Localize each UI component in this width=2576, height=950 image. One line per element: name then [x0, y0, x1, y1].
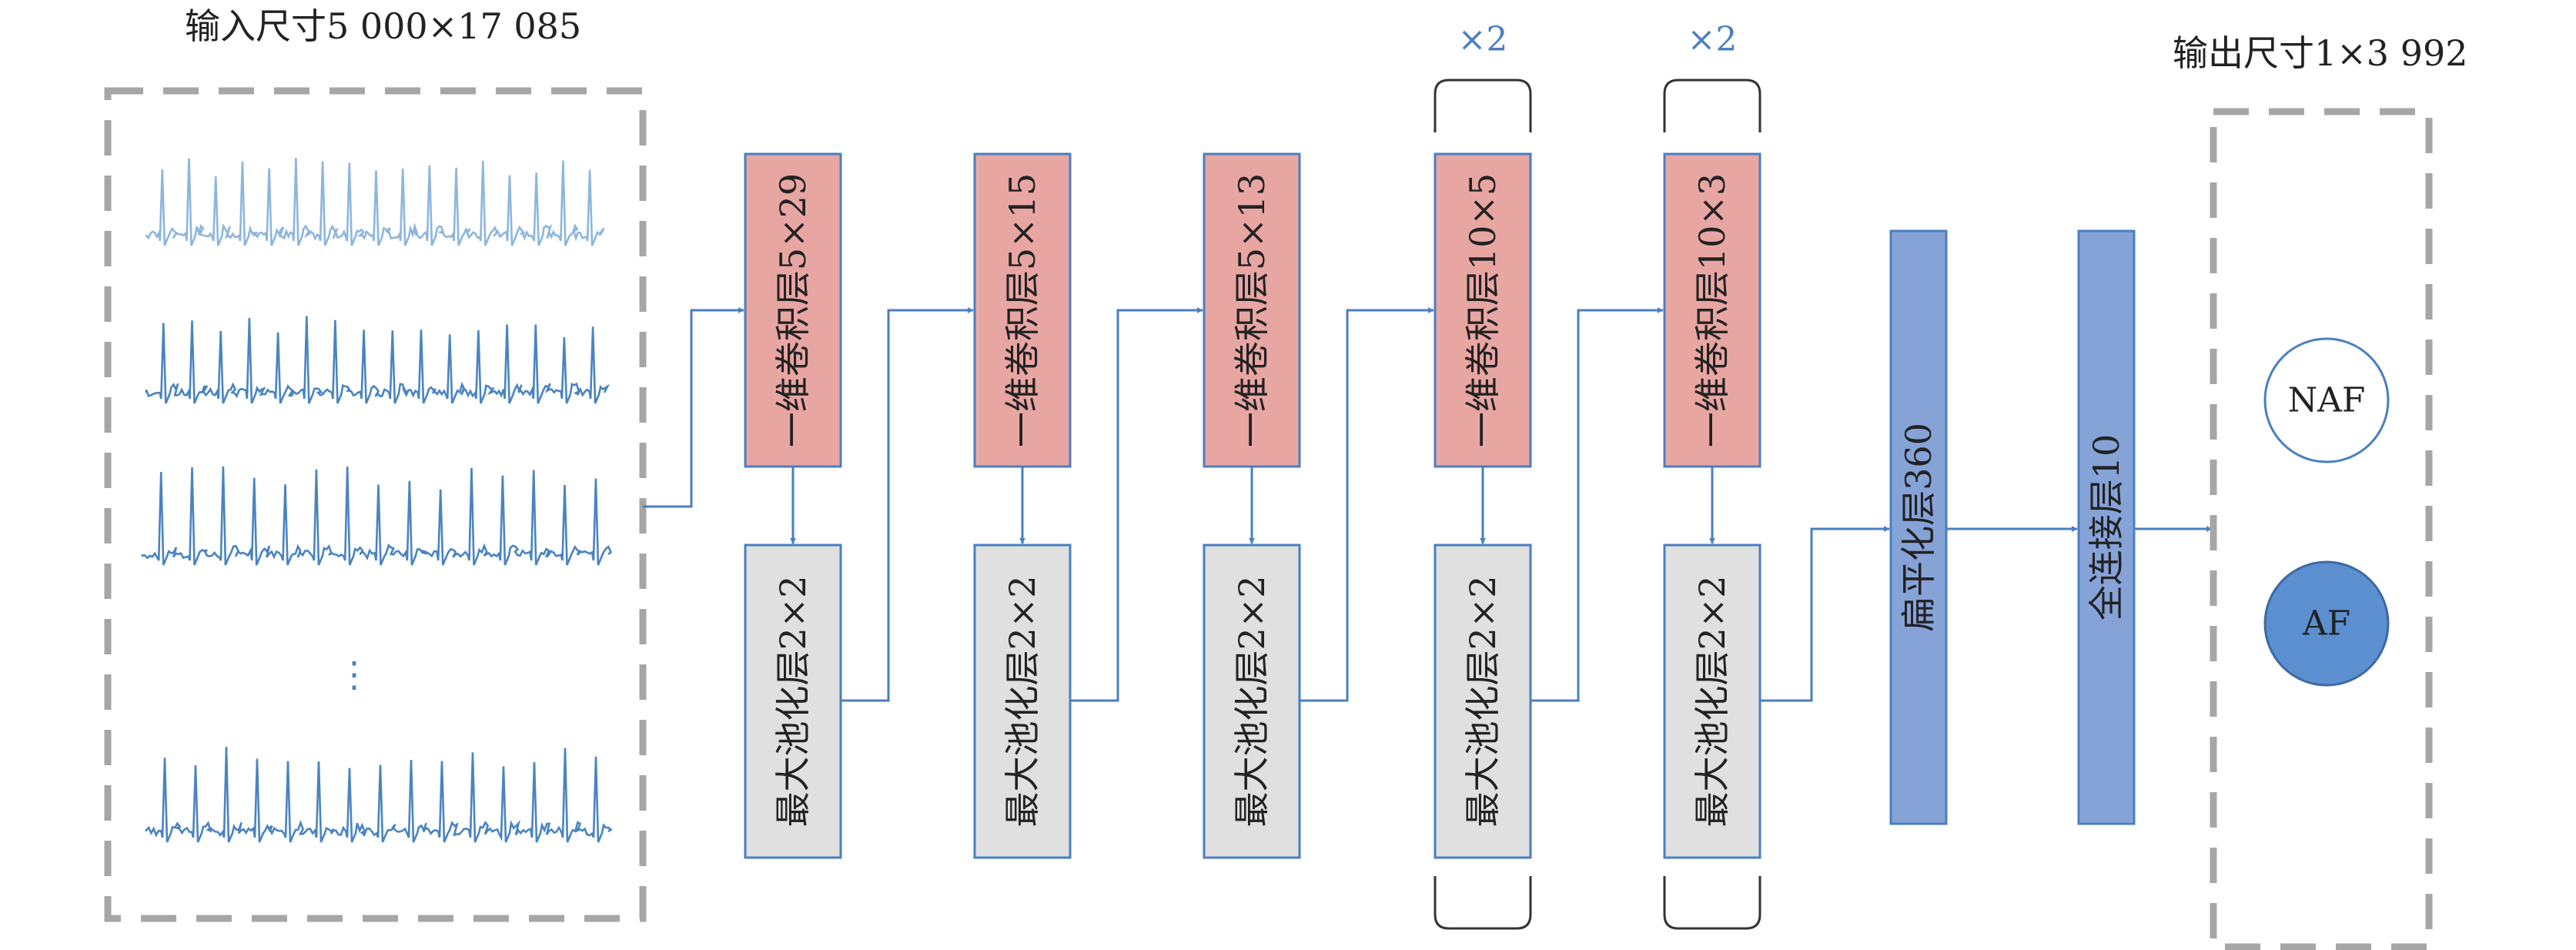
- dense-layer: 全连接层10: [2077, 229, 2136, 825]
- af-circle: [2263, 560, 2390, 687]
- pool-layer-2: 最大池化层2×2: [973, 544, 1072, 859]
- input-size-label: 输入尺寸5 000×17 085: [185, 5, 581, 47]
- conv-layer-box: [1203, 152, 1301, 468]
- pool-to-next-conv-arrow: [1070, 307, 1203, 702]
- output-size-label: 输出尺寸1×3 992: [2173, 32, 2468, 74]
- pool-layer-box: [744, 544, 842, 859]
- conv-layer-label: 一维卷积层10×5: [1462, 173, 1504, 447]
- more-signals-ellipsis: ⋮: [336, 654, 372, 695]
- conv-layer-5: 一维卷积层10×3: [1663, 152, 1761, 468]
- repeat-count-label: ×2: [1688, 20, 1738, 59]
- pool-layer-label: 最大池化层2×2: [1231, 575, 1273, 827]
- pool-layer-box: [1434, 544, 1532, 859]
- input-panel: 输入尺寸5 000×17 085 ⋮: [104, 5, 647, 922]
- conv-layer-label: 一维卷积层5×29: [772, 173, 814, 447]
- pool-to-next-conv-arrow: [1300, 307, 1434, 702]
- pool-layer-label: 最大池化层2×2: [772, 575, 814, 827]
- conv-layer-label: 一维卷积层10×3: [1691, 173, 1733, 447]
- ecg-signal-3: [141, 466, 613, 566]
- ecg-signal-1: [145, 158, 605, 246]
- flatten-layer-box: [1889, 229, 1948, 825]
- pool-layer-label: 最大池化层2×2: [1462, 575, 1504, 827]
- naf-class-node: NAF: [2263, 337, 2390, 463]
- dense-layer-label: 全连接层10: [2086, 434, 2127, 621]
- bracket-bottom: [1663, 876, 1761, 930]
- af-label: AF: [2302, 604, 2350, 644]
- pool-layer-label: 最大池化层2×2: [1691, 575, 1733, 827]
- conv-layer-box: [1663, 152, 1761, 468]
- output-dashed-border: [2210, 108, 2433, 950]
- ecg-signal-4: [145, 747, 613, 843]
- bracket-bottom: [1434, 876, 1532, 930]
- connector-lines: [643, 307, 2213, 702]
- bracket-top: [1434, 79, 1532, 132]
- pool-to-flatten-arrow: [1760, 526, 1890, 702]
- conv-layer-box: [1434, 152, 1532, 468]
- naf-label: NAF: [2288, 381, 2366, 420]
- pool-layer-1: 最大池化层2×2: [744, 544, 842, 859]
- conv-layer-1: 一维卷积层5×29: [744, 152, 842, 468]
- pool-layer-label: 最大池化层2×2: [1002, 575, 1043, 827]
- conv-layer-label: 一维卷积层5×15: [1002, 173, 1043, 447]
- conv-layer-box: [973, 152, 1072, 468]
- pool-layer-box: [1203, 544, 1301, 859]
- naf-circle: [2263, 337, 2390, 463]
- output-panel: 输出尺寸1×3 992 NAF AF: [2173, 32, 2468, 950]
- bracket-top: [1663, 79, 1761, 132]
- conv-layer-2: 一维卷积层5×15: [973, 152, 1072, 468]
- layer-blocks: 一维卷积层5×29 最大池化层2×2 一维卷积层5×15 最大池化层2×2 一维卷积层5…: [744, 152, 1761, 859]
- repeat-bracket-2: ×2: [1663, 20, 1761, 930]
- pool-layer-box: [1663, 544, 1761, 859]
- flatten-layer-label: 扁平化层360: [1898, 423, 1939, 632]
- pool-to-next-conv-arrow: [1531, 307, 1664, 702]
- repeat-brackets: ×2 ×2: [1434, 20, 1761, 930]
- pool-layer-4: 最大池化层2×2: [1434, 544, 1532, 859]
- conv-layer-box: [744, 152, 842, 468]
- ecg-signal-group: [141, 158, 613, 843]
- input-to-conv-arrow: [643, 307, 744, 508]
- repeat-bracket-1: ×2: [1434, 20, 1532, 930]
- pool-layer-5: 最大池化层2×2: [1663, 544, 1761, 859]
- conv-layer-label: 一维卷积层5×13: [1231, 173, 1273, 447]
- ecg-signal-2: [145, 316, 611, 404]
- repeat-count-label: ×2: [1458, 20, 1508, 59]
- dense-layer-box: [2077, 229, 2136, 825]
- pool-layer-box: [973, 544, 1072, 859]
- pool-to-next-conv-arrow: [841, 307, 974, 702]
- af-class-node: AF: [2263, 560, 2390, 687]
- pool-layer-3: 最大池化层2×2: [1203, 544, 1301, 859]
- conv-layer-3: 一维卷积层5×13: [1203, 152, 1301, 468]
- flatten-layer: 扁平化层360: [1889, 229, 1948, 825]
- conv-layer-4: 一维卷积层10×5: [1434, 152, 1532, 468]
- input-dashed-border: [104, 87, 647, 922]
